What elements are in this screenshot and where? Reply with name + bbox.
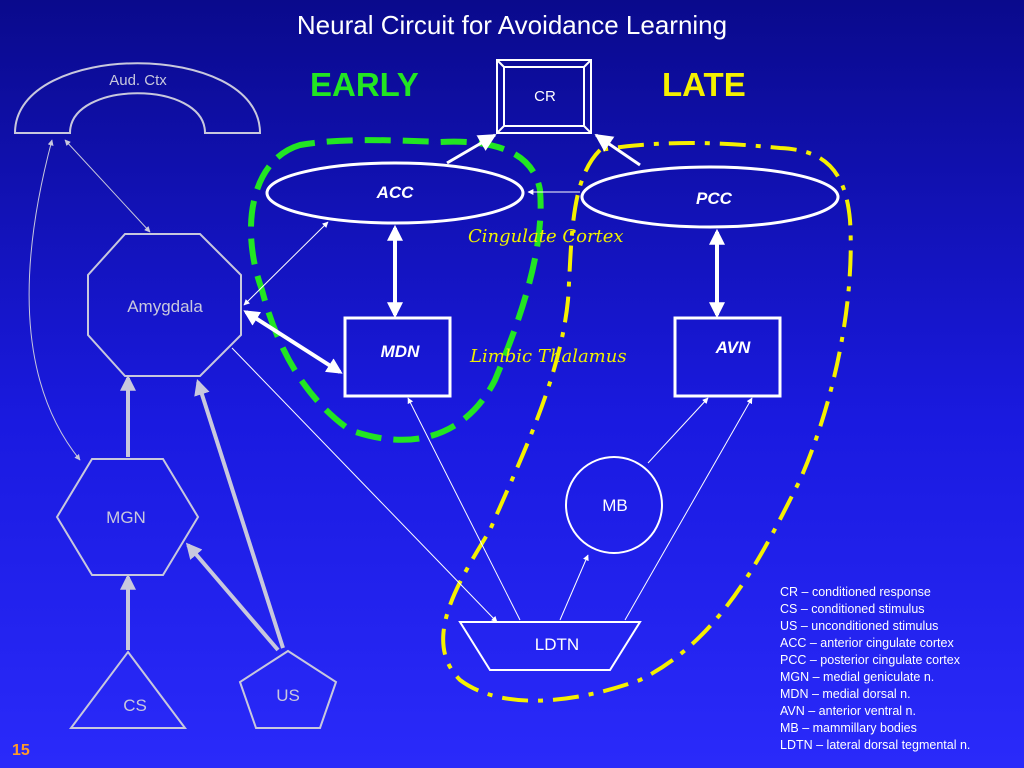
legend-item: US – unconditioned stimulus [780, 619, 939, 633]
arrow-us-amygdala [194, 378, 285, 649]
arrow-ldtn-avn [624, 397, 753, 621]
legend-item: AVN – anterior ventral n. [780, 704, 916, 718]
arrow-amygdala-ldtn [231, 347, 498, 623]
cr-box-outer [496, 59, 592, 134]
arrow-us-mgn [185, 542, 280, 652]
mdn-label: MDN [380, 342, 420, 361]
cingulate-cortex-label: Cingulate Cortex [468, 226, 624, 247]
late-label: LATE [662, 66, 746, 103]
ldtn-label: LDTN [534, 635, 580, 654]
legend-item: LDTN – lateral dorsal tegmental n. [780, 738, 971, 752]
arrow-mb-avn [647, 397, 709, 464]
mgn-hexagon [55, 458, 200, 576]
page-number: 15 [12, 742, 30, 759]
mb-circle [565, 456, 663, 554]
legend: CR – conditioned response CS – condition… [780, 584, 970, 754]
arrow-acc-amygdala [243, 221, 329, 306]
legend-item: MB – mammillary bodies [780, 721, 917, 735]
arrow-audctx-amygdala [64, 139, 151, 233]
pcc-label: PCC [696, 189, 732, 208]
legend-item: CS – conditioned stimulus [780, 602, 925, 616]
legend-item: MDN – medial dorsal n. [780, 687, 911, 701]
arrow-pcc-cr [594, 133, 641, 167]
limbic-thalamus-label: Limbic Thalamus [470, 346, 627, 367]
legend-item: ACC – anterior cingulate cortex [780, 636, 954, 650]
us-label: US [276, 686, 300, 705]
pcc-ellipse [580, 165, 840, 229]
avn-label: AVN [715, 338, 751, 357]
acc-ellipse [265, 161, 525, 225]
cs-label: CS [123, 696, 147, 715]
mb-label: MB [602, 496, 628, 515]
arrow-amygdala-mdn [243, 310, 343, 374]
aud-ctx-shape [13, 62, 262, 134]
legend-item: PCC – posterior cingulate cortex [780, 653, 960, 667]
cr-box-inner [503, 66, 585, 127]
acc-label: ACC [376, 183, 414, 202]
avn-box [673, 316, 782, 398]
slide-title: Neural Circuit for Avoidance Learning [296, 10, 728, 40]
arrow-ldtn-mb [559, 554, 589, 621]
amygdala-label: Amygdala [127, 297, 203, 316]
legend-item: CR – conditioned response [780, 585, 931, 599]
cs-triangle [69, 650, 187, 729]
arrow-audctx-mgn [28, 139, 81, 461]
late-boundary [441, 141, 853, 703]
amygdala-octagon [87, 233, 242, 377]
cr-label: CR [534, 88, 556, 105]
arrow-ldtn-mdn [407, 397, 521, 621]
mgn-label: MGN [106, 508, 146, 527]
ldtn-trapezoid [458, 621, 642, 671]
early-label: EARLY [310, 66, 419, 103]
aud-ctx-label: Aud. Ctx [109, 72, 167, 89]
arrow-acc-cr [446, 133, 497, 165]
legend-item: MGN – medial geniculate n. [780, 670, 935, 684]
us-pentagon [238, 649, 338, 729]
